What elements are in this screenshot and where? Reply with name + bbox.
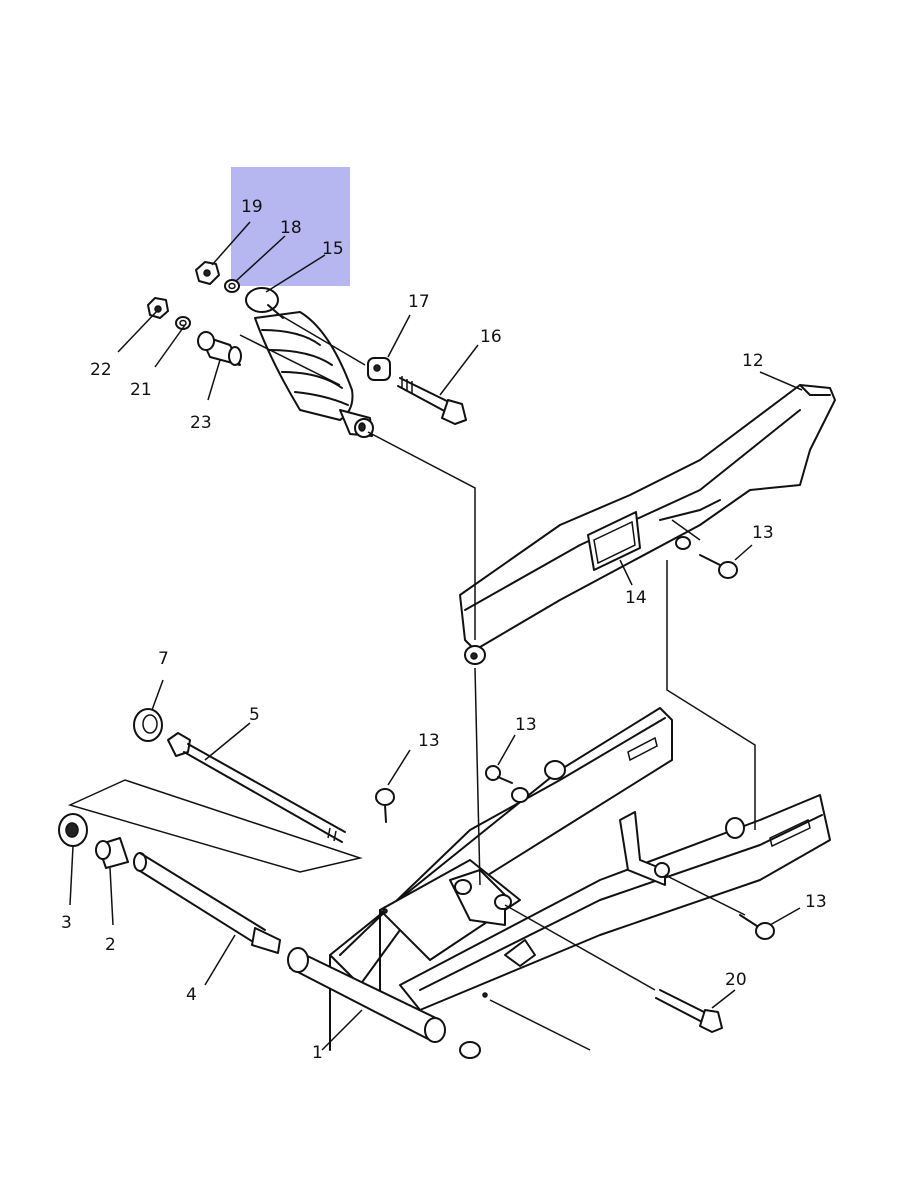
label-21: 21 (130, 380, 152, 400)
highlight-box (231, 167, 350, 286)
label-19: 19 (241, 197, 263, 217)
part-5-pivot-shaft (167, 732, 346, 843)
label-16: 16 (480, 327, 502, 347)
part-7-seal (133, 708, 163, 742)
part-5-outline (67, 779, 363, 873)
part-4-shaft (133, 852, 281, 954)
label-17: 17 (408, 292, 430, 312)
label-13-b: 13 (418, 731, 440, 751)
part-18-washer (224, 279, 240, 293)
label-23: 23 (190, 413, 212, 433)
swingarm (287, 707, 831, 1059)
part-23-collar (197, 331, 242, 366)
part-12-chain-case (459, 384, 836, 665)
part-13-bolt-a (699, 554, 738, 579)
part-19-nut (195, 261, 220, 285)
label-13-c: 13 (515, 715, 537, 735)
part-13-bolt-c (485, 765, 513, 784)
label-18: 18 (280, 218, 302, 238)
part-labels: 19 18 15 17 16 22 21 23 12 13 14 7 5 13 … (61, 197, 827, 1063)
label-3: 3 (61, 913, 72, 933)
part-13-bolt-d (739, 914, 775, 940)
leader-lines (69, 221, 803, 1051)
label-13-a: 13 (752, 523, 774, 543)
part-22-nut (147, 297, 169, 319)
label-22: 22 (90, 360, 112, 380)
shock-absorber (245, 287, 374, 438)
part-3-bearing (58, 813, 88, 847)
label-12: 12 (742, 351, 764, 371)
part-17-collar (367, 357, 391, 381)
part-13-bolt-b (375, 788, 395, 823)
label-20: 20 (725, 970, 747, 990)
label-2: 2 (105, 935, 116, 955)
part-2-collar (95, 837, 129, 869)
part-20-bolt (655, 989, 723, 1033)
label-7: 7 (158, 649, 169, 669)
part-21-washer (175, 316, 191, 330)
part-16-bolt (397, 376, 467, 425)
label-1: 1 (312, 1043, 323, 1063)
label-4: 4 (186, 985, 197, 1005)
label-14: 14 (625, 588, 647, 608)
label-5: 5 (249, 705, 260, 725)
label-15: 15 (322, 239, 344, 259)
label-13-d: 13 (805, 892, 827, 912)
